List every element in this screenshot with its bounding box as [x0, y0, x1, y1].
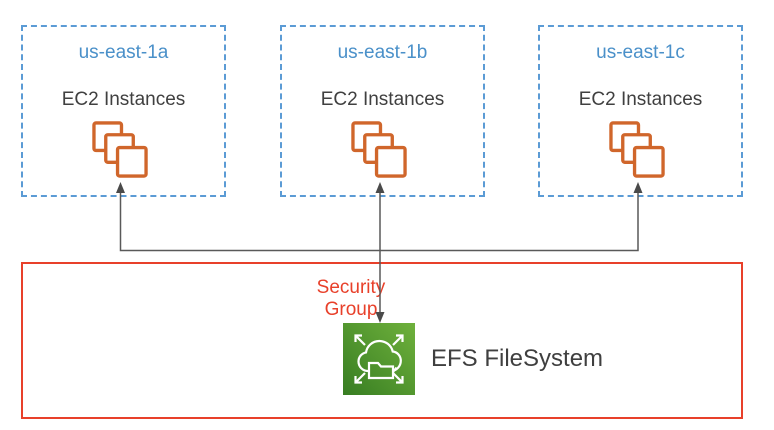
- ec2-instances-label: EC2 Instances: [320, 89, 445, 110]
- efs-filesystem-icon: [343, 323, 415, 395]
- az-title: us-east-1c: [596, 42, 685, 63]
- az-title: us-east-1b: [337, 42, 428, 63]
- ec2-instances-icon: [92, 121, 148, 178]
- ec2-instances-icon: [351, 121, 407, 178]
- efs-filesystem-label: EFS FileSystem: [431, 345, 604, 372]
- az-box-us-east-1c: us-east-1c EC2 Instances: [538, 25, 743, 197]
- az-box-us-east-1b: us-east-1b EC2 Instances: [280, 25, 485, 197]
- az-title: us-east-1a: [78, 42, 169, 63]
- security-group-label: Security Group: [316, 277, 386, 320]
- ec2-instances-label: EC2 Instances: [61, 89, 186, 110]
- az-box-us-east-1a: us-east-1a EC2 Instances: [21, 25, 226, 197]
- ec2-instances-icon: [609, 121, 665, 178]
- ec2-instances-label: EC2 Instances: [578, 89, 703, 110]
